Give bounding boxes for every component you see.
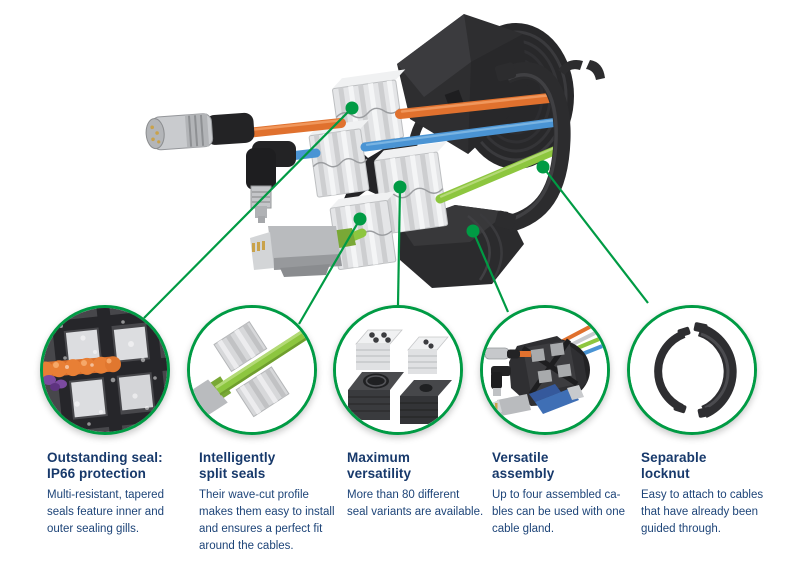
feature-block-versatility: Maximum versatility More than 80 differe…	[347, 450, 495, 521]
callout-leader-lines	[143, 107, 649, 325]
feature-block-split-seals: Intelligently split seals Their wave-cut…	[199, 450, 347, 555]
callout-circle-seal-variants	[333, 305, 463, 435]
mini-right-angle-connector	[491, 366, 511, 396]
split-seal-left	[308, 119, 370, 198]
assembly-thumbnail	[483, 308, 607, 432]
mini-blue-connectors	[529, 384, 584, 414]
split-seal-center	[373, 141, 449, 235]
feature-body: Easy to attach to cables that have alrea…	[641, 489, 764, 535]
gland-front-face	[521, 338, 579, 396]
orange-cable-bumpy	[43, 356, 121, 379]
dark-seal-block-large-hole	[348, 372, 404, 420]
locknut-thumbnail	[630, 308, 754, 432]
feature-heading: Intelligently split seals	[199, 450, 276, 481]
feature-heading: Outstanding seal: IP66 protection	[47, 450, 163, 481]
locknut-half-right	[693, 322, 737, 418]
light-seal-block-four-holes	[355, 329, 403, 370]
feature-heading: Separable locknut	[641, 450, 707, 481]
callout-circle-assembly	[480, 305, 610, 435]
callout-anchor-dots	[345, 101, 550, 238]
feature-body: Their wave-cut profile makes them easy t…	[199, 489, 335, 552]
feature-heading: Maximum versatility	[347, 450, 412, 481]
feature-body: Multi-resistant, tapered seals feature i…	[47, 489, 164, 535]
ip66-seal-thumbnail	[43, 308, 167, 432]
seal-half-upper	[213, 321, 268, 373]
locknut-clip-small	[558, 60, 605, 80]
feature-body: Up to four assembled ca- bles can be use…	[492, 489, 625, 535]
rj45-connector	[250, 226, 356, 277]
mini-m12-connector	[484, 347, 531, 360]
light-seal-block-two-holes	[407, 336, 449, 374]
feature-block-locknut: Separable locknut Easy to attach to cabl…	[641, 450, 789, 538]
feature-block-assembly: Versatile assembly Up to four assembled …	[492, 450, 640, 538]
dark-seal-block-small-hole	[400, 380, 452, 424]
callout-circle-locknut	[627, 305, 757, 435]
right-angle-connector	[246, 141, 296, 223]
seal-half-lower	[235, 366, 290, 418]
feature-block-ip66: Outstanding seal: IP66 protection Multi-…	[47, 450, 195, 538]
locknut-half-left	[654, 326, 691, 414]
callout-circle-ip66-seal	[40, 305, 170, 435]
m12-connector	[145, 112, 255, 151]
feature-body: More than 80 different seal variants are…	[347, 489, 484, 518]
locknut-half-large	[494, 62, 571, 233]
callout-circle-split-seals	[187, 305, 317, 435]
feature-heading: Versatile assembly	[492, 450, 555, 481]
seal-variants-thumbnail	[336, 308, 460, 432]
split-seal-thumbnail	[190, 308, 314, 432]
purple-seal-bits	[43, 375, 67, 391]
water-droplets	[59, 320, 157, 426]
